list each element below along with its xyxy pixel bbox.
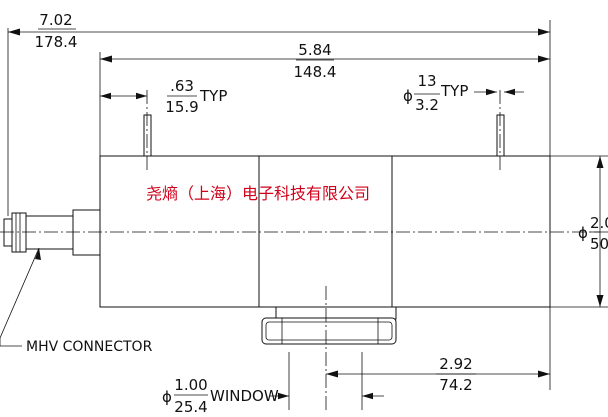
window-diameter-symbol: ϕ bbox=[162, 388, 172, 406]
arrow-overall-right bbox=[538, 28, 550, 36]
arrow-body-left bbox=[100, 55, 112, 63]
dim-body-length: 5.84 148.4 bbox=[100, 41, 550, 81]
window-diameter-suffix: WINDOW bbox=[210, 387, 279, 405]
mhv-connector bbox=[3, 209, 101, 256]
arrow-pin-offset-right bbox=[136, 92, 147, 100]
connector-boss bbox=[72, 209, 101, 256]
overall-length-inch: 7.02 bbox=[39, 11, 72, 29]
connector-tip bbox=[3, 218, 13, 247]
pin-diameter-suffix: TYP bbox=[440, 82, 468, 100]
arrow-window-offset-right bbox=[538, 370, 550, 378]
pin-diameter-mm: 3.2 bbox=[415, 96, 439, 114]
pin-offset-mm: 15.9 bbox=[165, 98, 198, 116]
arrow-body-diameter-bottom bbox=[596, 295, 604, 307]
window-diameter-mm: 25.4 bbox=[174, 398, 207, 416]
dim-pin-diameter: ϕ 13 3.2 TYP bbox=[403, 72, 524, 114]
arrow-pin-diameter-right bbox=[504, 88, 515, 96]
arrow-body-diameter-top bbox=[596, 156, 604, 168]
body-diameter-inch: 2.0 bbox=[590, 214, 608, 232]
mhv-connector-label: MHV CONNECTOR bbox=[26, 339, 153, 355]
dim-overall-length: 7.02 178.4 bbox=[8, 11, 550, 51]
connector-sleeve bbox=[25, 215, 74, 250]
pin-diameter-inch: 13 bbox=[417, 72, 436, 90]
arrow-window-diameter-right bbox=[362, 392, 373, 400]
body-diameter-mm: 50 bbox=[590, 235, 608, 253]
callout-mhv-connector: MHV CONNECTOR bbox=[0, 247, 153, 355]
arrow-pin-diameter-left bbox=[486, 88, 497, 96]
window-neck bbox=[275, 306, 397, 320]
detector-body bbox=[99, 155, 551, 308]
window-flange-inner bbox=[265, 321, 393, 341]
dim-body-diameter: ϕ 2.0 50 bbox=[578, 156, 608, 307]
dim-window-diameter: ϕ 1.00 25.4 WINDOW bbox=[162, 376, 384, 416]
arrow-window-offset-left bbox=[326, 370, 338, 378]
arrow-window-diameter-left bbox=[278, 392, 289, 400]
dim-pin-offset: .63 15.9 TYP bbox=[100, 77, 227, 116]
arrow-mhv-connector bbox=[35, 248, 41, 260]
dim-window-offset: 2.92 74.2 bbox=[326, 355, 550, 394]
arrow-pin-offset-left bbox=[100, 92, 111, 100]
pin-offset-inch: .63 bbox=[170, 77, 194, 95]
window-offset-mm: 74.2 bbox=[439, 376, 472, 394]
mounting-pin-left bbox=[143, 114, 152, 157]
leader-mhv-connector bbox=[0, 247, 40, 339]
pin-offset-suffix: TYP bbox=[199, 87, 227, 105]
mounting-pin-right bbox=[496, 114, 505, 157]
mounting-pins bbox=[143, 114, 505, 157]
extension-lines bbox=[7, 20, 608, 410]
window-flange-outer bbox=[261, 317, 397, 345]
pin-diameter-symbol: ϕ bbox=[403, 87, 413, 105]
window-diameter-inch: 1.00 bbox=[174, 376, 207, 394]
window-flange bbox=[261, 306, 397, 345]
body-diameter-symbol: ϕ bbox=[578, 224, 588, 242]
connector-nut bbox=[11, 212, 27, 253]
overall-length-mm: 178.4 bbox=[35, 33, 78, 51]
company-watermark: 尧熵（上海）电子科技有限公司 bbox=[146, 184, 370, 203]
center-lines bbox=[0, 90, 600, 410]
arrow-overall-left bbox=[8, 28, 20, 36]
arrow-body-right bbox=[538, 55, 550, 63]
window-offset-inch: 2.92 bbox=[439, 355, 472, 373]
body-length-inch: 5.84 bbox=[298, 41, 331, 59]
body-length-mm: 148.4 bbox=[294, 63, 337, 81]
body-outline bbox=[99, 155, 551, 308]
